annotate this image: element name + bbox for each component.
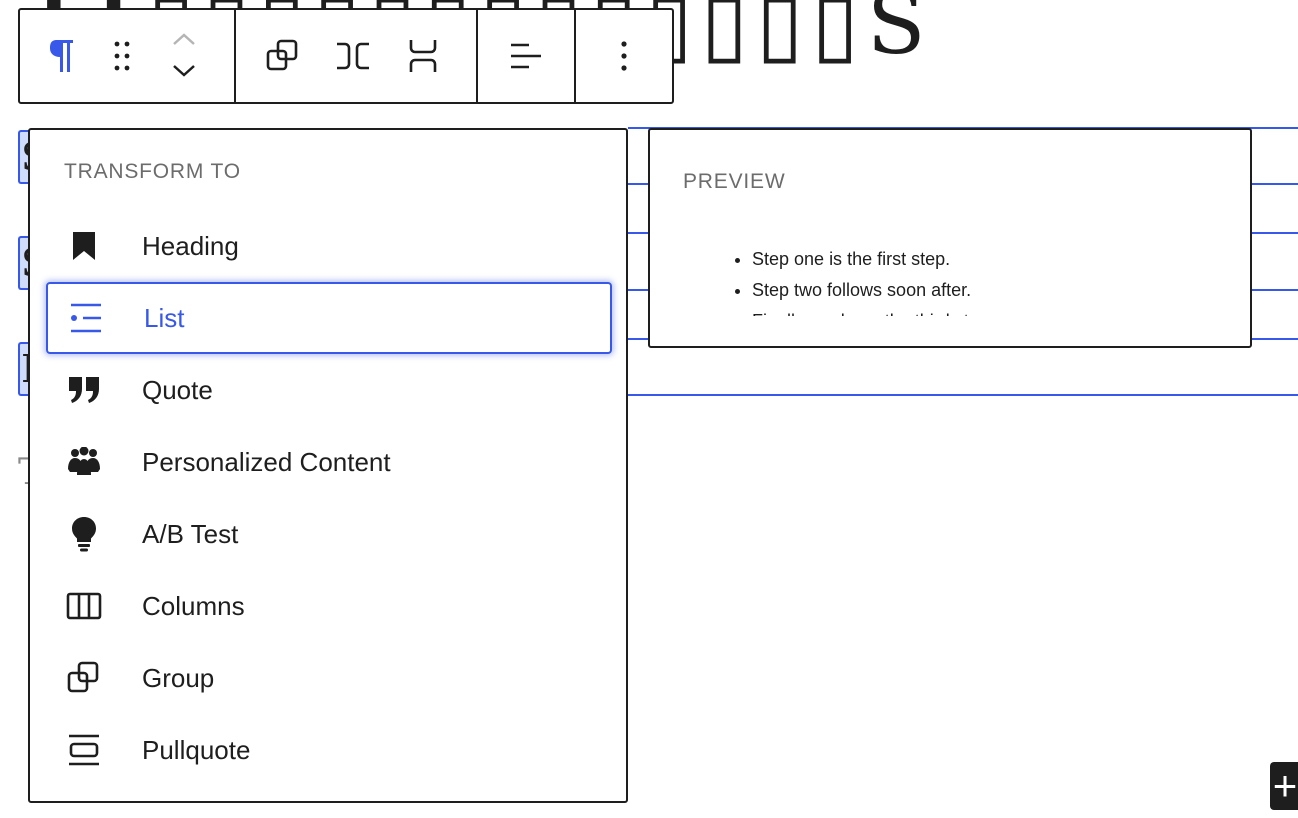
menu-item-label: A/B Test: [142, 518, 239, 549]
transform-to-quote[interactable]: Quote: [46, 354, 612, 426]
add-block-button[interactable]: +: [1270, 762, 1298, 810]
transform-to-pullquote[interactable]: Pullquote: [46, 714, 612, 786]
transform-to-heading[interactable]: Heading: [46, 210, 612, 282]
group-icon: [66, 660, 102, 696]
transform-menu: TRANSFORM TO Heading List Quote Personal…: [28, 128, 628, 803]
selected-paragraph-block[interactable]: F: [18, 342, 30, 396]
more-options-icon[interactable]: [589, 10, 659, 102]
options-group: [576, 10, 672, 102]
block-controls-group: [20, 10, 236, 102]
paragraph-block[interactable]: T: [18, 452, 28, 493]
selected-paragraph-block[interactable]: S: [18, 236, 30, 290]
list-icon: [68, 300, 104, 336]
menu-item-label: Heading: [142, 230, 239, 261]
drag-handle-icon[interactable]: [92, 10, 152, 102]
transform-preview: PREVIEW Step one is the first step. Step…: [648, 128, 1252, 348]
menu-item-label: Quote: [142, 374, 213, 405]
transform-to-group[interactable]: Group: [46, 642, 612, 714]
columns-icon: [66, 588, 102, 624]
selected-paragraph-block[interactable]: S: [18, 130, 30, 184]
menu-item-label: List: [144, 302, 185, 333]
list-item: Step two follows soon after.: [752, 275, 994, 306]
alignment-group: [478, 10, 576, 102]
paragraph-icon[interactable]: [28, 10, 92, 102]
stack-icon[interactable]: [388, 10, 458, 102]
block-outline: [628, 394, 1298, 396]
preview-heading: PREVIEW: [683, 170, 786, 193]
menu-item-label: Columns: [142, 590, 245, 621]
bookmark-icon: [66, 228, 102, 264]
layout-controls-group: [236, 10, 478, 102]
people-icon: [66, 444, 102, 480]
pullquote-icon: [66, 732, 102, 768]
menu-item-label: Pullquote: [142, 734, 251, 765]
group-icon[interactable]: [248, 10, 318, 102]
list-item: Finally, we have the third step.: [752, 306, 994, 316]
block-toolbar: [18, 8, 674, 104]
lightbulb-icon: [66, 516, 102, 552]
menu-item-label: Personalized Content: [142, 446, 391, 477]
move-up-down-icon[interactable]: [152, 10, 216, 102]
transform-to-columns[interactable]: Columns: [46, 570, 612, 642]
transform-menu-heading: TRANSFORM TO: [64, 160, 241, 183]
list-item: Step one is the first step.: [752, 244, 994, 275]
transform-to-list[interactable]: List: [46, 282, 612, 354]
plus-icon: +: [1272, 762, 1298, 809]
transform-to-ab-test[interactable]: A/B Test: [46, 498, 612, 570]
row-icon[interactable]: [318, 10, 388, 102]
transform-to-personalized-content[interactable]: Personalized Content: [46, 426, 612, 498]
preview-list: Step one is the first step. Step two fol…: [716, 244, 994, 316]
menu-item-label: Group: [142, 662, 215, 693]
align-left-icon[interactable]: [491, 10, 561, 102]
quote-icon: [66, 372, 102, 408]
